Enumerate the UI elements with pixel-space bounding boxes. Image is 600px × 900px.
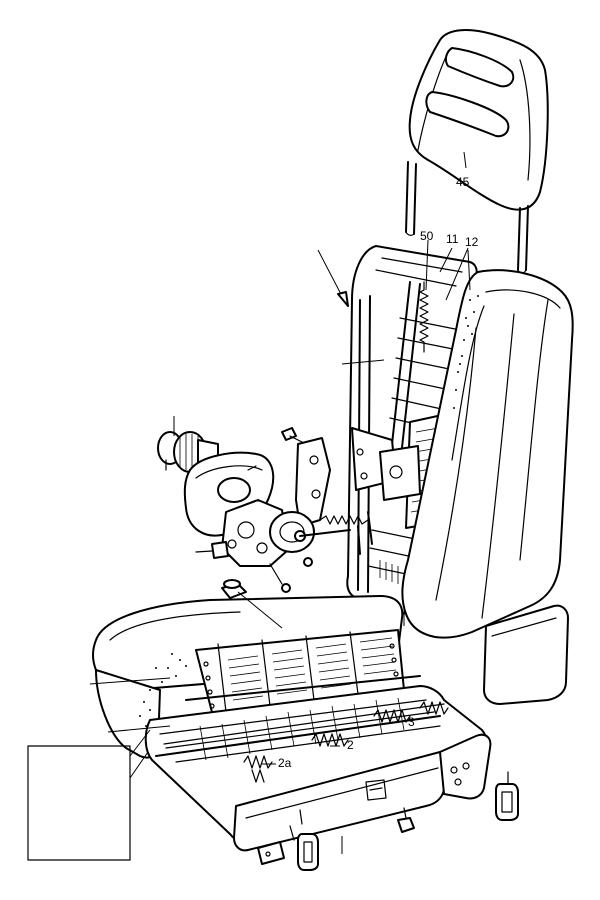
backrest-cushion bbox=[401, 269, 574, 639]
arrow-backrest-side bbox=[317, 249, 349, 307]
recliner-bolts bbox=[165, 427, 313, 593]
bracket-small bbox=[289, 779, 387, 841]
headrest bbox=[405, 29, 549, 274]
seat-mount-clip bbox=[221, 579, 283, 629]
detail-inset-box bbox=[27, 729, 151, 861]
clip-small bbox=[397, 807, 415, 833]
backrest-spring bbox=[419, 281, 429, 353]
callout-45: 45 bbox=[456, 175, 470, 189]
callout-2a: 2a bbox=[278, 756, 292, 770]
callout-11: 11 bbox=[446, 232, 459, 246]
callout-2: 2 bbox=[347, 738, 354, 752]
leader-lines bbox=[89, 151, 471, 854]
seat-rod bbox=[155, 675, 445, 757]
spring-2 bbox=[311, 733, 349, 747]
backrest-pocket bbox=[483, 604, 569, 705]
spring-3 bbox=[373, 701, 449, 723]
callout-50: 50 bbox=[420, 229, 434, 243]
recliner-gear bbox=[221, 437, 351, 567]
recliner-spring bbox=[319, 511, 373, 555]
clip-loop-bottom bbox=[297, 833, 319, 871]
seat-frame bbox=[144, 685, 492, 865]
spring-2a bbox=[243, 755, 273, 783]
clip-loop-right bbox=[495, 771, 519, 821]
callout-12: 12 bbox=[465, 235, 479, 249]
callout-3: 3 bbox=[408, 715, 415, 729]
